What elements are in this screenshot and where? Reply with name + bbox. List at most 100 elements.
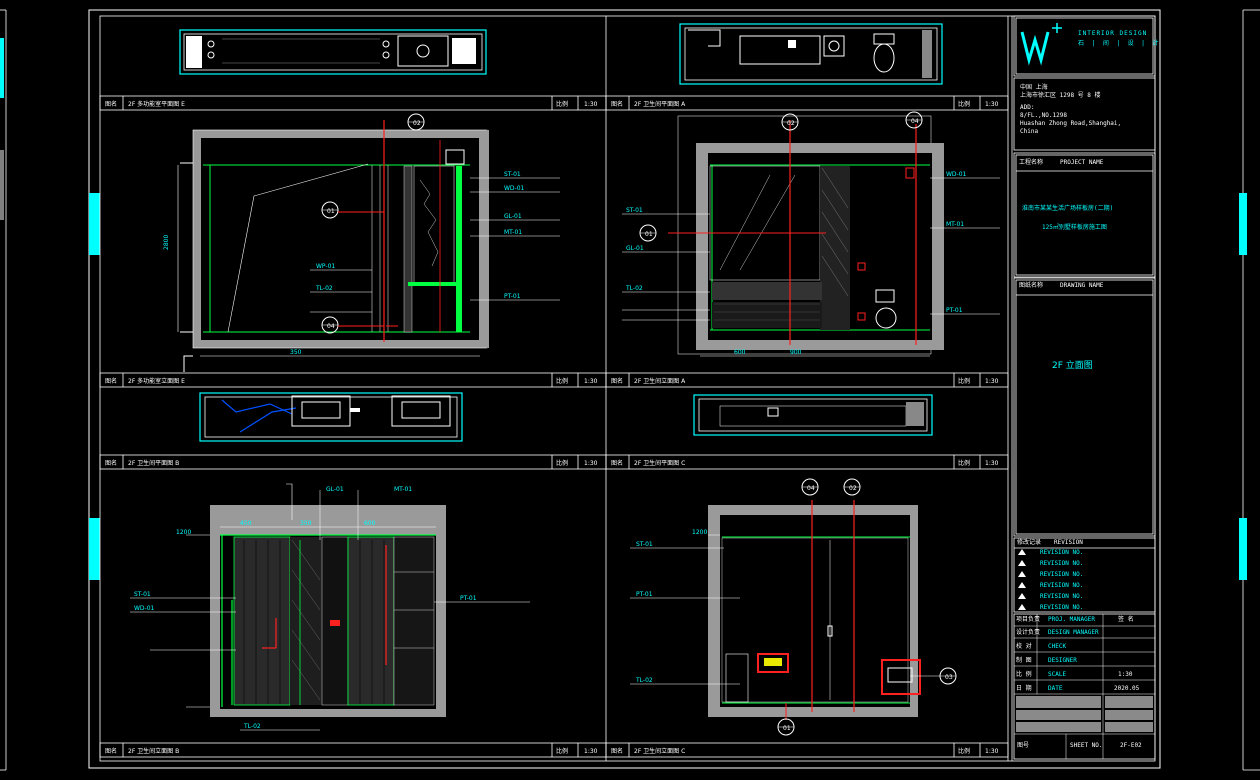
svg-text:1200: 1200 [176, 529, 191, 536]
firm-name-en: INTERIOR DESIGN [1078, 30, 1148, 37]
svg-text:GL-01: GL-01 [626, 245, 644, 252]
svg-text:图名: 图名 [611, 459, 623, 467]
svg-text:ST-01: ST-01 [626, 207, 643, 214]
elevation-e-callouts: ST-01 WD-01 GL-01 MT-01 PT-01 WP-01 TL-0… [163, 113, 560, 356]
svg-text:比例: 比例 [556, 377, 568, 385]
row-key-2: 设计负责 [1016, 629, 1041, 636]
svg-text:1:30: 1:30 [584, 101, 598, 108]
svg-text:1:30: 1:30 [985, 748, 999, 755]
sheet-label: 图号 [1017, 742, 1030, 749]
svg-text:TL-02: TL-02 [635, 677, 653, 684]
panel-title-p2: 2F 卫生间平面图 A [634, 100, 686, 108]
svg-text:600: 600 [734, 349, 746, 356]
svg-text:图名: 图名 [611, 747, 623, 755]
right-neighbor-sheet [1242, 9, 1260, 771]
panel-title-p1: 2F 多功能室平面图 E [128, 100, 185, 108]
panel-title-p8: 2F 卫生间立面图 C [634, 747, 685, 755]
left-neighbor-sheet [0, 9, 7, 771]
svg-text:01: 01 [327, 208, 335, 215]
svg-text:WP-01: WP-01 [316, 263, 335, 270]
row-key-5: 比 例 [1016, 671, 1032, 678]
row-val-2: DESIGN MANAGER [1048, 629, 1099, 636]
revision-label: 修改记录 [1017, 539, 1042, 546]
panel-title-p6: 2F 卫生间平面图 C [634, 459, 685, 467]
project-line-1: 淮南市某某生活广场样板房(二期) [1022, 205, 1114, 212]
svg-text:比例: 比例 [556, 459, 568, 467]
svg-text:01: 01 [645, 231, 653, 238]
svg-text:350: 350 [290, 349, 302, 356]
row-key-3: 校 对 [1016, 643, 1032, 650]
svg-text:01: 01 [783, 725, 791, 732]
row-val-4: DESIGNER [1048, 657, 1077, 664]
svg-text:02: 02 [787, 120, 795, 127]
right-edge-marker-bottom [1239, 518, 1247, 580]
svg-text:04: 04 [807, 485, 815, 492]
drawing-header: DRAWING NAME [1060, 282, 1104, 289]
sheet-edge-marker-bottom [89, 518, 100, 580]
name-label: 图名 [105, 100, 117, 108]
svg-text:PT-01: PT-01 [460, 595, 477, 602]
svg-text:1:30: 1:30 [985, 460, 999, 467]
revision-header: REVISION [1054, 539, 1083, 546]
svg-text:1:30: 1:30 [584, 460, 598, 467]
svg-text:PT-01: PT-01 [636, 591, 653, 598]
sheet-number: 2F-E02 [1120, 742, 1142, 749]
revision-6: REVISION NO. [1040, 604, 1084, 611]
svg-text:图名: 图名 [611, 100, 623, 108]
svg-text:ST-01: ST-01 [134, 591, 151, 598]
project-label: 工程名称 [1019, 159, 1044, 166]
svg-text:比例: 比例 [958, 459, 970, 467]
svg-text:ST-01: ST-01 [504, 171, 521, 178]
svg-text:WD-01: WD-01 [946, 171, 967, 178]
sheet-header: SHEET NO. [1070, 742, 1103, 749]
svg-text:PT-01: PT-01 [946, 307, 963, 314]
svg-text:1:30: 1:30 [584, 378, 598, 385]
svg-text:1:30: 1:30 [985, 378, 999, 385]
svg-text:WD-01: WD-01 [504, 185, 525, 192]
title-strips [99, 95, 1009, 758]
svg-text:WD-01: WD-01 [134, 605, 155, 612]
revision-1: REVISION NO. [1040, 549, 1084, 556]
gray-cells [1016, 696, 1153, 732]
elevation-a-callouts: ST-01 GL-01 TL-02 WD-01 MT-01 PT-01 900 … [622, 111, 1000, 356]
svg-text:900: 900 [790, 349, 802, 356]
row-key-1: 项目负责 [1016, 616, 1041, 623]
right-edge-marker-top [1239, 193, 1247, 255]
svg-text:1:30: 1:30 [985, 101, 999, 108]
svg-text:图名: 图名 [105, 459, 117, 467]
address-en-1: ADD: [1020, 104, 1035, 111]
elevation-c-callouts: ST-01 PT-01 TL-02 1200 04 02 03 01 [630, 478, 957, 736]
address-en-2: 8/FL.,NO.1298 [1020, 112, 1067, 119]
row-val-3: CHECK [1048, 643, 1067, 650]
revision-3: REVISION NO. [1040, 571, 1084, 578]
svg-text:04: 04 [327, 323, 335, 330]
left-edge-marker [0, 38, 4, 98]
row-key-4: 制 图 [1016, 657, 1032, 664]
svg-text:MT-01: MT-01 [504, 229, 522, 236]
svg-text:GL-01: GL-01 [326, 486, 344, 493]
panel-titles: 图名 2F 多功能室平面图 E 比例 1:30 图名 2F 卫生间平面图 A 比… [105, 100, 999, 755]
panel-title-p5: 2F 卫生间平面图 B [128, 459, 179, 467]
svg-text:GL-01: GL-01 [504, 213, 522, 220]
revision-2: REVISION NO. [1040, 560, 1084, 567]
svg-text:比例: 比例 [958, 377, 970, 385]
plan-e [179, 29, 487, 75]
svg-text:1200: 1200 [692, 529, 707, 536]
svg-text:图名: 图名 [611, 377, 623, 385]
svg-text:450: 450 [240, 520, 252, 527]
row-val-5: SCALE [1048, 671, 1067, 678]
row-val-1: PROJ. MANAGER [1048, 616, 1095, 623]
title-block-frame [1013, 15, 1156, 760]
panel-title-p7: 2F 卫生间立面图 B [128, 747, 179, 755]
svg-text:2800: 2800 [163, 235, 170, 250]
revision-triangles [1018, 549, 1026, 610]
svg-text:PT-01: PT-01 [504, 293, 521, 300]
svg-text:02: 02 [413, 120, 421, 127]
row-sig-1: 签 名 [1118, 616, 1134, 623]
svg-text:图名: 图名 [105, 747, 117, 755]
row-key-6: 日 期 [1016, 685, 1032, 692]
svg-text:04: 04 [911, 118, 919, 125]
elevation-a [668, 115, 944, 357]
